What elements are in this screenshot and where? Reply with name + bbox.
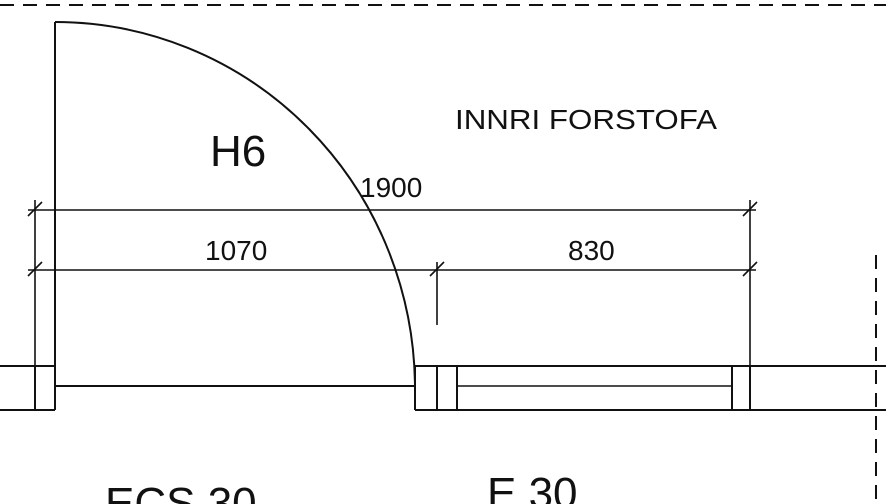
dimension-overall bbox=[27, 200, 758, 366]
door-label: H6 bbox=[210, 127, 266, 176]
wall-left bbox=[0, 365, 56, 411]
left-door-type-label: ECS 30 bbox=[105, 479, 257, 504]
dimension-right-label: 830 bbox=[568, 235, 615, 266]
door-swing-group bbox=[54, 21, 416, 389]
dimension-segments bbox=[27, 200, 758, 366]
door-swing-arc bbox=[54, 21, 416, 389]
dimension-overall-label: 1900 bbox=[360, 172, 422, 203]
dimension-left-label: 1070 bbox=[205, 235, 267, 266]
wall-center-window bbox=[414, 365, 886, 411]
right-door-type-label: E 30 bbox=[487, 469, 578, 504]
room-label: INNRI FORSTOFA bbox=[455, 104, 717, 135]
